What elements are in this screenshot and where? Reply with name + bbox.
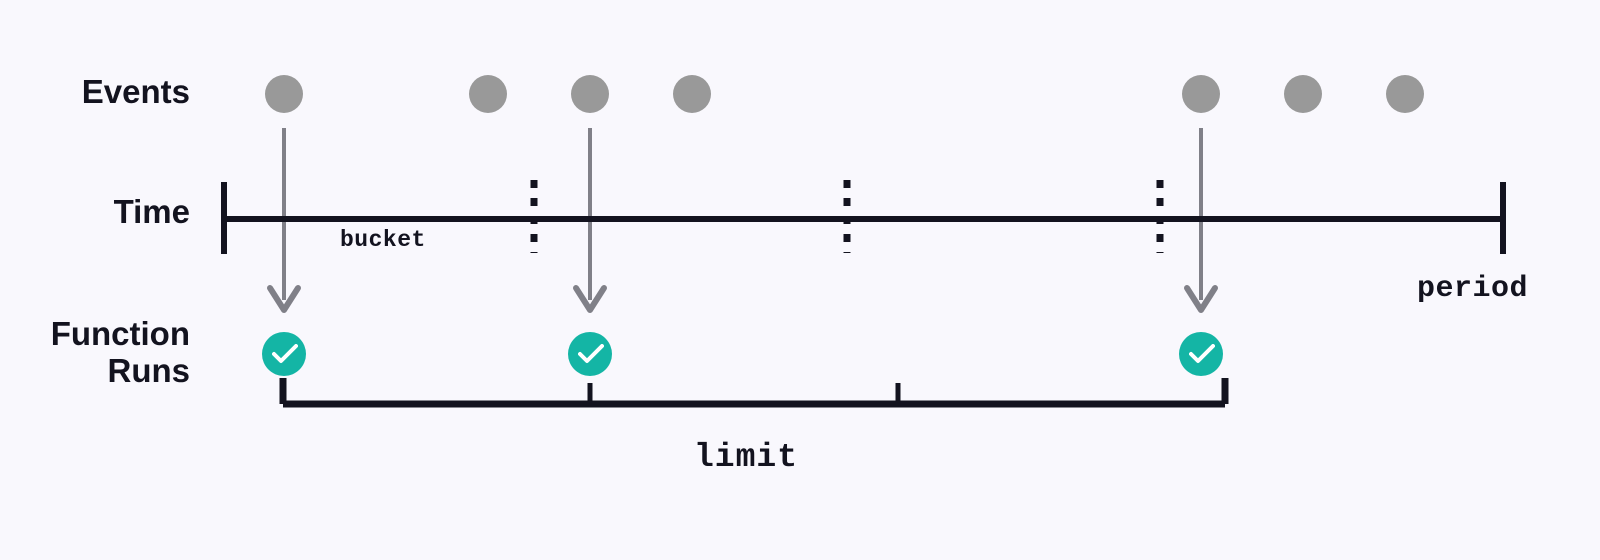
function-run-success <box>1179 332 1223 376</box>
event-dot <box>673 75 711 113</box>
event-dot <box>1284 75 1322 113</box>
check-icon <box>1189 344 1215 363</box>
row-label-time: Time <box>113 193 190 230</box>
event-to-run-arrows <box>267 128 1218 313</box>
event-arrow <box>267 128 301 313</box>
bucket-label: bucket <box>340 227 426 253</box>
event-dot <box>265 75 303 113</box>
row-label-function-runs: Function Runs <box>50 315 190 389</box>
row-label-events: Events <box>81 73 190 110</box>
event-arrow <box>573 128 607 313</box>
function-run-success <box>568 332 612 376</box>
limit-label: limit <box>694 439 799 476</box>
bucket-dividers <box>530 180 1164 253</box>
event-arrow <box>1184 128 1218 313</box>
event-dot <box>571 75 609 113</box>
period-label: period <box>1417 272 1529 306</box>
event-dot <box>1182 75 1220 113</box>
function-run-success <box>262 332 306 376</box>
event-dot <box>469 75 507 113</box>
time-axis <box>221 182 1506 254</box>
limit-bracket <box>279 378 1229 408</box>
check-icon <box>272 344 298 363</box>
check-icon <box>578 344 604 363</box>
event-dot <box>1386 75 1424 113</box>
